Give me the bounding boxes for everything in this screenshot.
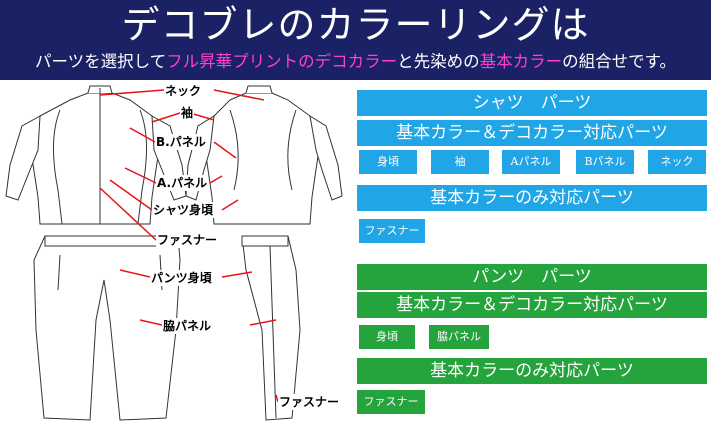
label-sleeve: 袖 [180,105,195,121]
shirt-front-body [31,92,159,225]
shirt-back-right-sleeve [309,114,343,201]
shirt-back-body [205,92,319,225]
subtitle-part-1: パーツを選択して [34,52,167,71]
shirt-deco-header: 基本カラー＆デコカラー対応パーツ [357,120,707,146]
header-banner: デコブレのカラーリングは パーツを選択してフル昇華プリントのデコカラーと先染めの… [0,0,711,80]
page-title: デコブレのカラーリングは [121,3,590,47]
pants-basic-header: 基本カラーのみ対応パーツ [357,358,707,384]
shirt-part-a-panel: Aパネル [502,150,560,174]
subtitle-part-3: と先染めの [397,52,480,71]
label-a-panel: A.パネル [156,175,209,191]
shirt-part-body: 身頃 [359,150,417,174]
subtitle-part-5: の組合せです。 [562,52,677,71]
shirt-parts-header: シャツ パーツ [357,90,707,116]
shirt-basic-header: 基本カラーのみ対応パーツ [357,185,707,211]
label-fastener-shirt: ファスナー [156,232,219,248]
pants-front [33,235,181,421]
garment-diagram: ネック 袖 B.パネル A.パネル シャツ身頃 ファスナー パンツ身頃 脇パネル… [0,80,360,429]
shirt-front-left-sleeve [5,115,41,201]
shirt-part-sleeve: 袖 [431,150,489,174]
label-fastener-pants: ファスナー [278,394,341,410]
label-pants-body: パンツ身頃 [150,270,213,286]
shirt-part-neck: ネック [648,150,706,174]
label-side-panel: 脇パネル [162,318,213,334]
pants-part-fastener: ファスナー [357,390,425,414]
label-shirt-body: シャツ身頃 [152,202,215,218]
pants-part-side-panel: 脇パネル [429,325,489,349]
label-neck: ネック [164,83,203,99]
page-subtitle: パーツを選択してフル昇華プリントのデコカラーと先染めの基本カラーの組合せです。 [0,50,711,74]
pants-deco-header: 基本カラー＆デコカラー対応パーツ [357,292,707,318]
garment-illustration [5,85,343,421]
pants-parts-header: パンツ パーツ [357,264,707,290]
subtitle-part-2: フル昇華プリントのデコカラー [166,52,398,71]
pants-side [241,235,301,421]
shirt-part-b-panel: Bパネル [576,150,634,174]
shirt-part-fastener: ファスナー [359,219,425,243]
pants-part-body: 身頃 [359,325,415,349]
label-b-panel: B.パネル [155,134,207,150]
subtitle-part-4: 基本カラー [479,52,563,71]
